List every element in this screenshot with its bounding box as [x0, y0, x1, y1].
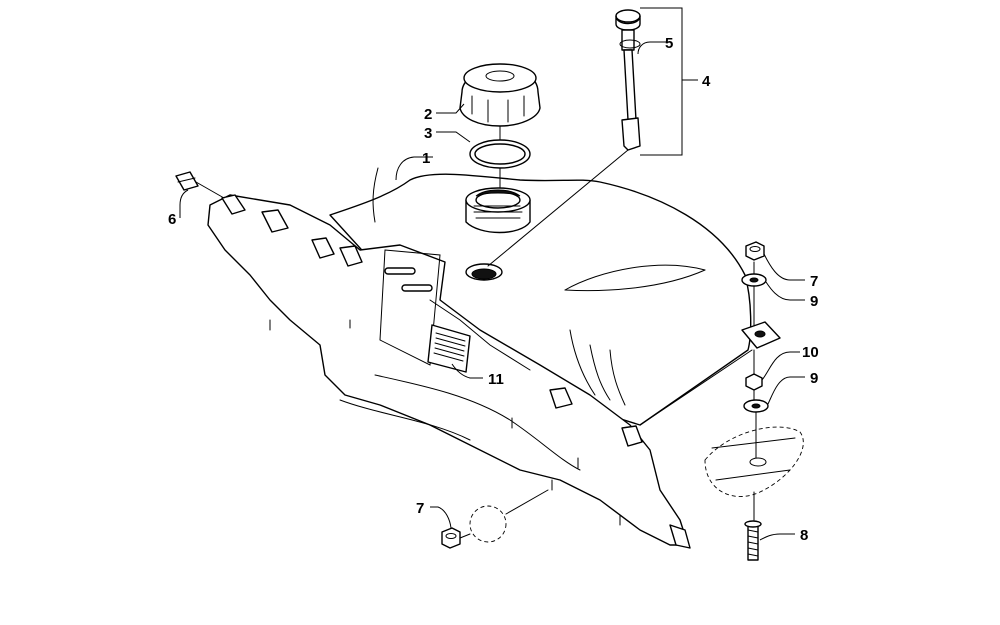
filler-neck: [465, 187, 531, 234]
cap-gasket: [469, 139, 531, 169]
callout-1: 1: [422, 150, 430, 167]
callout-2: 2: [424, 106, 432, 123]
callout-5: 5: [665, 35, 673, 52]
callout-6: 6: [168, 211, 176, 228]
alignment-lines: [195, 125, 757, 539]
upper-nut: [745, 241, 765, 261]
fuel-cap: [459, 63, 541, 127]
lower-left-pad: [469, 505, 507, 543]
fuel-gauge-sender: [615, 9, 641, 151]
callout-7-upper: 7: [810, 273, 818, 290]
callout-9-upper: 9: [810, 293, 818, 310]
fuel-tank: [329, 167, 753, 426]
mounting-bolt: [744, 520, 762, 561]
callout-9-lower: 9: [810, 370, 818, 387]
lower-washer: [743, 399, 769, 413]
callout-labels: 1 2 3 4 5 6 7 9 10 9 8 7 11: [168, 35, 819, 544]
upper-washer: [741, 273, 767, 287]
warning-decal: [427, 324, 471, 373]
sender-hole: [465, 263, 503, 281]
tank-shroud: [207, 194, 691, 549]
callout-11: 11: [488, 371, 504, 388]
mounting-plate: [704, 426, 804, 497]
clip: [175, 171, 199, 191]
callout-4: 4: [702, 73, 711, 90]
lower-nut: [745, 373, 763, 391]
callout-8: 8: [800, 527, 808, 544]
leader-lines: [179, 7, 805, 541]
tank-mount-bracket: [741, 321, 781, 349]
lower-left-nut: [441, 527, 461, 549]
callout-3: 3: [424, 125, 432, 142]
callout-10: 10: [802, 344, 819, 361]
callout-7-lower: 7: [416, 500, 424, 517]
